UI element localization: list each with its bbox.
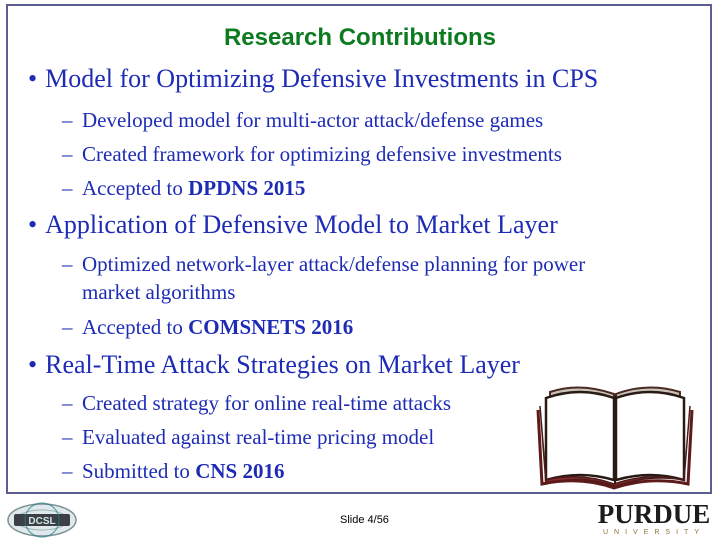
slide-frame: [6, 4, 712, 494]
venue-cns: CNS 2016: [195, 459, 285, 483]
bullet-2: •Application of Defensive Model to Marke…: [28, 210, 558, 240]
slide-number: Slide 4/56: [340, 514, 389, 526]
bullet-1-text: Model for Optimizing Defensive Investmen…: [45, 64, 599, 93]
bullet-1: •Model for Optimizing Defensive Investme…: [28, 64, 598, 94]
sub-bullet-3-3-prefix: Submitted to: [82, 459, 196, 483]
sub-bullet-1-2: –Created framework for optimizing defens…: [62, 142, 562, 166]
bullet-3: •Real-Time Attack Strategies on Market L…: [28, 350, 520, 380]
bullet-dot: •: [28, 210, 38, 239]
sub-bullet-1-3: –Accepted to DPDNS 2015: [62, 176, 306, 200]
sub-bullet-2-1-line1: Optimized network-layer attack/defense p…: [82, 252, 586, 276]
dcsl-logo: DCSL: [7, 502, 77, 538]
venue-dpdns: DPDNS 2015: [188, 176, 306, 200]
sub-bullet-1-1-text: Developed model for multi-actor attack/d…: [82, 108, 544, 132]
sub-bullet-1-2-text: Created framework for optimizing defensi…: [82, 142, 562, 166]
sub-bullet-3-2-text: Evaluated against real-time pricing mode…: [82, 425, 435, 449]
sub-bullet-3-2: –Evaluated against real-time pricing mod…: [62, 425, 435, 449]
slide-title: Research Contributions: [223, 24, 497, 51]
purdue-wordmark: PURDUE: [597, 499, 711, 529]
sub-bullet-1-1: –Developed model for multi-actor attack/…: [62, 108, 544, 132]
sub-bullet-2-1-line2: market algorithms: [82, 280, 236, 304]
bullet-2-text: Application of Defensive Model to Market…: [45, 210, 558, 239]
sub-bullet-3-1-text: Created strategy for online real-time at…: [82, 391, 452, 415]
purdue-university-text: UNIVERSITY: [602, 529, 705, 536]
open-book-icon: [536, 386, 694, 490]
purdue-logo: PURDUE UNIVERSITY: [596, 500, 712, 538]
bullet-dot: •: [28, 350, 38, 379]
bullet-3-text: Real-Time Attack Strategies on Market La…: [45, 350, 520, 379]
venue-comsnets: COMSNETS 2016: [188, 315, 354, 339]
sub-bullet-3-1: –Created strategy for online real-time a…: [62, 391, 452, 415]
dcsl-logo-text: DCSL: [28, 516, 55, 527]
sub-bullet-2-2-prefix: Accepted to: [82, 315, 189, 339]
sub-bullet-1-3-prefix: Accepted to: [82, 176, 189, 200]
sub-bullet-3-3: –Submitted to CNS 2016: [62, 459, 285, 483]
sub-bullet-2-2: –Accepted to COMSNETS 2016: [62, 315, 354, 339]
bullet-dot: •: [28, 64, 38, 93]
sub-bullet-2-1: –Optimized network-layer attack/defense …: [62, 252, 586, 304]
